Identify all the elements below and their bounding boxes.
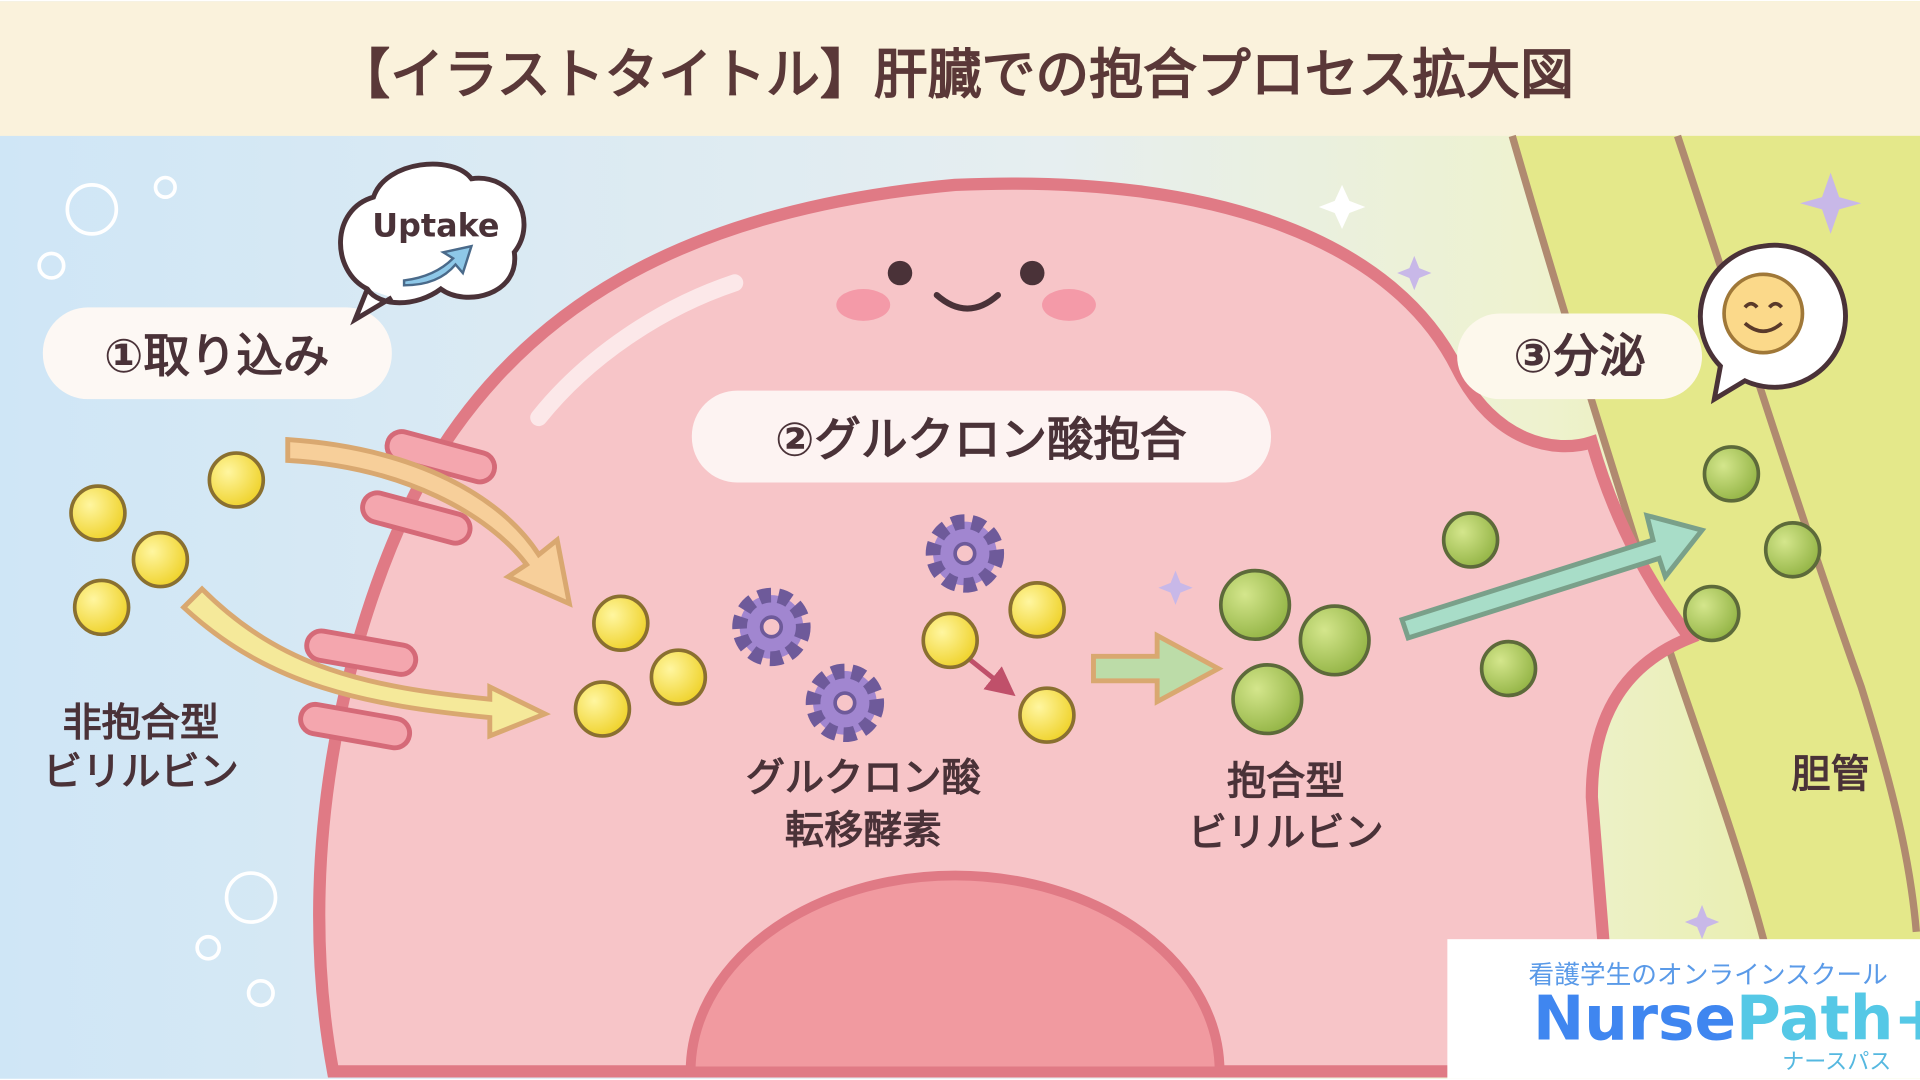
enzyme-gear-icon [732,514,1005,743]
logo-tagline: 看護学生のオンラインスクール [1528,960,1887,990]
title-band [0,1,1920,136]
enzyme-label-1: グルクロン酸 [746,756,982,801]
unconjugated-bilirubin [69,451,1076,744]
step-conjugation-pill [691,390,1272,483]
sparkle-icon [1158,172,1862,940]
conjugated-label-1: 抱合型 [1227,760,1345,805]
unconjugated-label-2: ビリルビン [43,750,239,795]
logo-name: NursePath+ [1533,984,1920,1055]
step-excretion-pill [1457,313,1703,400]
page-title: 【イラストタイトル】肝臓での抱合プロセス拡大図 [336,43,1574,106]
conjugated-label-2: ビリルビン [1188,811,1384,856]
logo-kana: ナースパス [1782,1050,1891,1075]
uptake-arrows [180,436,1707,740]
nucleus [685,870,1225,1077]
step-uptake-label: ①取り込み [104,329,329,383]
unconjugated-label-1: 非抱合型 [62,701,219,746]
nursepath-logo: 看護学生のオンラインスクール NursePath+ ナースパス [1447,939,1920,1079]
bile-duct-label: 胆管 [1791,752,1869,797]
logo-name-nurse: Nurse [1533,984,1736,1055]
uptake-speech-bubble: Uptake [338,161,527,326]
bubbles [37,175,278,1008]
smiley-speech-bubble [1697,242,1848,405]
membrane-transporter [298,429,497,751]
enzyme-label-2: 転移酵素 [785,809,942,854]
liver-cell [313,177,1700,1078]
logo-name-path: Path+ [1736,984,1920,1055]
conjugated-bilirubin [1218,445,1822,736]
uptake-arrow-icon [402,244,474,287]
uptake-bubble-text: Uptake [372,206,499,244]
step-conjugation-label: ②グルクロン酸抱合 [775,413,1187,467]
smiley-icon [1722,272,1805,355]
step-uptake-pill [42,307,392,400]
cell-face [836,260,1096,321]
step-excretion-label: ③分泌 [1513,329,1645,383]
